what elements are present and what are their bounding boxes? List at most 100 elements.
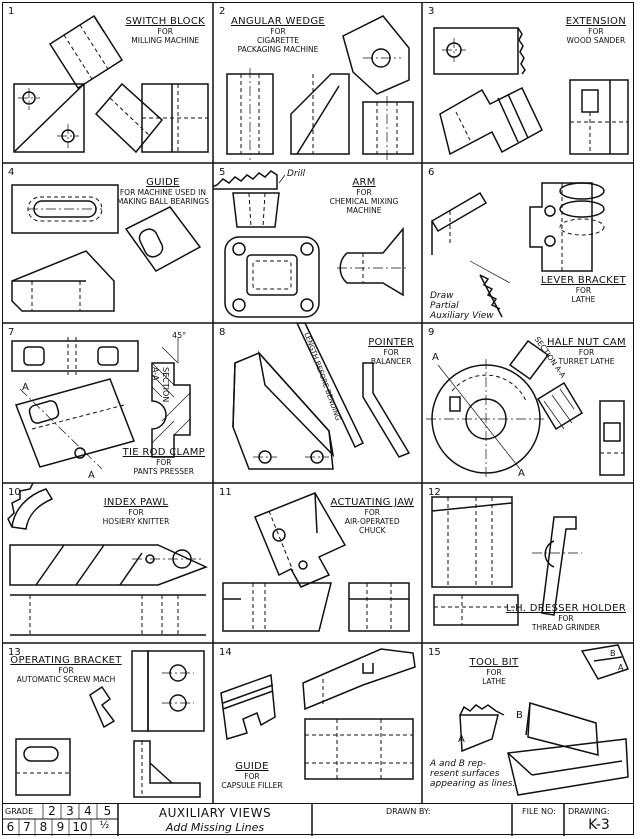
grade-box[interactable]: 4 <box>84 804 92 818</box>
tool-bit-views <box>459 644 630 796</box>
problem-5: 5 Drill ARM FOR CHEMICAL MIXING MACHINE <box>213 163 422 323</box>
problem-subtitle-line: LATHE <box>571 295 596 304</box>
grade-box[interactable]: 5 <box>103 804 112 818</box>
grade-box[interactable]: 3 <box>66 804 74 818</box>
problem-10: 10 INDEX PAWL FOR HOSIERY KNITTER <box>2 483 213 643</box>
note-line: Auxiliary View <box>430 311 494 321</box>
angular-wedge-views <box>226 15 414 160</box>
grade-box[interactable]: 7 <box>23 820 31 834</box>
problem-subtitle-line: LATHE <box>482 677 506 686</box>
problem-title-block: POINTER FOR BALANCER <box>368 337 414 366</box>
problem-15: 15 TOOL BIT FOR LATHE B A B A A and B re… <box>422 643 634 803</box>
problem-title-block: GUIDE FOR CAPSULE FILLER <box>217 761 287 790</box>
operating-bracket-views <box>15 650 205 798</box>
problem-number: 7 <box>8 327 15 338</box>
title-block-lines <box>2 804 565 836</box>
tie-rod-clamp-views <box>11 337 191 470</box>
extension-views <box>433 27 629 156</box>
problem-7: 7 45° SECTION A-A A A TIE ROD CLAMP FOR … <box>2 323 213 483</box>
problem-number: 9 <box>428 327 435 338</box>
problem-title-block: OPERATING BRACKET FOR AUTOMATIC SCREW MA… <box>8 655 124 684</box>
grade-box[interactable]: 10 <box>72 820 88 834</box>
drawing-label: DRAWING: <box>568 807 610 816</box>
problem-subtitle-line: FOR <box>128 508 144 517</box>
grade-box[interactable]: 6 <box>6 820 15 834</box>
problem-subtitle-line: BALANCER <box>370 357 412 366</box>
problem-subtitle-line: CIGARETTE <box>256 36 300 45</box>
problem-subtitle-line: FOR <box>383 348 399 357</box>
problem-4: 4 GUIDE FOR MACHINE USED IN MAKING BALL … <box>2 163 213 323</box>
section-mark: A <box>518 468 525 479</box>
problem-title: INDEX PAWL <box>103 497 169 508</box>
problem-subtitle-line: FOR MACHINE USED IN <box>119 188 206 197</box>
guide-views <box>11 184 202 312</box>
problem-subtitle-line: FOR <box>244 772 260 781</box>
problem-title: GUIDE <box>235 761 269 772</box>
surface-mark: A <box>618 663 624 672</box>
problem-12: 12 L.H. DRESSER HOLDER FOR THREAD GRINDE… <box>422 483 634 643</box>
problem-subtitle-line: FOR <box>356 188 372 197</box>
problem-number: 3 <box>428 6 435 17</box>
grade-box[interactable]: ½ <box>99 820 110 831</box>
sheet-subtitle: Add Missing Lines <box>165 821 265 834</box>
problem-subtitle-line: CAPSULE FILLER <box>221 781 283 790</box>
problem-subtitle-line: WOOD SANDER <box>566 36 626 45</box>
problem-11: 11 ACTUATING JAW FOR AIR-OPERATED CHUCK <box>213 483 422 643</box>
problem-title: ANGULAR WEDGE <box>230 16 326 27</box>
problem-number: 6 <box>428 167 435 178</box>
problem-13: 13 OPERATING BRACKET FOR AUTOMATIC SCREW… <box>2 643 213 803</box>
drawn-by-label: DRAWN BY: <box>386 807 431 816</box>
problem-title: GUIDE <box>146 177 180 188</box>
note-line: resent surfaces <box>430 769 500 779</box>
problem-number: 10 <box>8 487 21 498</box>
problem-title: ACTUATING JAW <box>330 497 414 508</box>
problem-subtitle-line: FOR <box>486 668 502 677</box>
index-pawl-views <box>7 483 208 636</box>
problem-subtitle-line: FOR <box>558 614 574 623</box>
problem-title: TIE ROD CLAMP <box>122 447 205 458</box>
problem-title-block: GUIDE FOR MACHINE USED IN MAKING BALL BE… <box>117 177 209 206</box>
problem-title: ARM <box>352 177 376 188</box>
grade-box[interactable]: 9 <box>56 820 65 834</box>
problem-subtitle-line: CHEMICAL MIXING <box>329 197 399 206</box>
drawing-number: K-3 <box>588 817 610 833</box>
problem-subtitle-line: FOR <box>58 666 74 675</box>
half-nut-cam-views <box>426 339 625 479</box>
problem-title: L.H. DRESSER HOLDER <box>505 603 626 614</box>
problem-9: 9 SECTION A-A A A HALF NUT CAM FOR TURRE… <box>422 323 634 483</box>
problem-title: OPERATING BRACKET <box>10 655 122 666</box>
problem-title-block: TOOL BIT FOR LATHE <box>466 657 522 686</box>
switch-block-views <box>13 14 209 154</box>
problem-subtitle-line: CHUCK <box>359 526 386 535</box>
problem-subtitle-line: TURRET LATHE <box>558 357 615 366</box>
problem-title-block: ACTUATING JAW FOR AIR-OPERATED CHUCK <box>331 497 414 535</box>
note-line: Partial <box>430 301 459 311</box>
problem-number: 2 <box>219 6 226 17</box>
problem-number: 1 <box>8 6 15 17</box>
arm-views <box>213 170 409 318</box>
surfaces-note: A and B rep- resent surfaces appearing a… <box>430 759 515 789</box>
surface-mark: B <box>516 710 523 721</box>
problem-2: 2 ANGULAR WEDGE FOR CIGARETTE PACKAGING … <box>213 2 422 163</box>
actuating-jaw-views <box>222 492 410 632</box>
problem-number: 8 <box>219 327 226 338</box>
problem-subtitle-line: PANTS PRESSER <box>133 467 195 476</box>
dresser-holder-views <box>431 496 582 626</box>
problem-subtitle-line: FOR <box>588 27 604 36</box>
problem-title: POINTER <box>368 337 414 348</box>
problem-3: 3 EXTENSION FOR WOOD SANDER <box>422 2 634 163</box>
problem-title-block: INDEX PAWL FOR HOSIERY KNITTER <box>76 497 196 526</box>
grade-label: GRADE <box>5 807 34 816</box>
problem-title: SWITCH BLOCK <box>125 16 205 27</box>
partial-view-note: Draw Partial Auxiliary View <box>430 291 494 321</box>
grade-box[interactable]: 2 <box>48 804 56 818</box>
problem-title-block: SWITCH BLOCK FOR MILLING MACHINE <box>126 16 205 45</box>
section-mark: A <box>432 352 439 363</box>
problem-title-block: ARM FOR CHEMICAL MIXING MACHINE <box>309 177 419 215</box>
grade-box[interactable]: 8 <box>39 820 48 834</box>
note-line: Draw <box>430 291 454 301</box>
title-block: GRADE 2 3 4 5 6 7 8 9 10 ½ AUXILIARY VIE… <box>2 803 634 836</box>
